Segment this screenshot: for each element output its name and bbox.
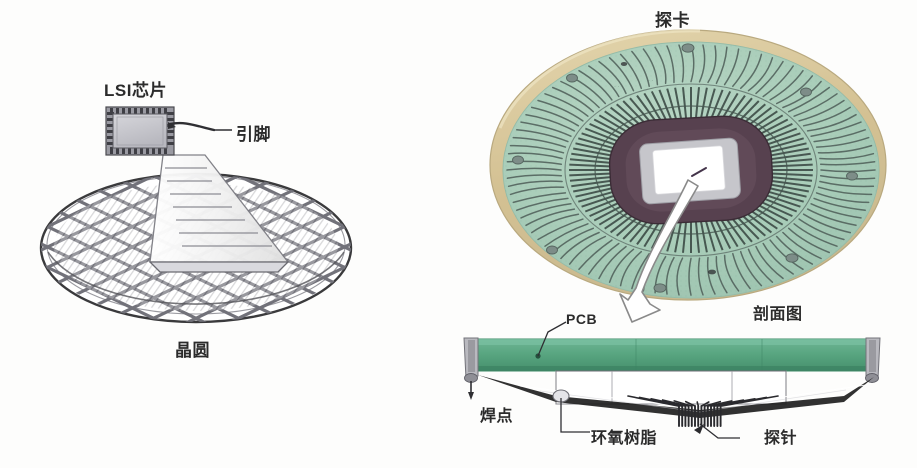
- card-radial-traces-outer: [506, 44, 876, 296]
- label-cross-section-title: 剖面图: [753, 306, 803, 323]
- label-solder: 焊点: [480, 408, 514, 425]
- right-end-cap: [865, 337, 881, 383]
- svg-text:· · ·: · · ·: [614, 84, 623, 90]
- zoom-arrow: [619, 179, 699, 323]
- probe-card-disc: · · · · ·: [489, 29, 887, 301]
- epoxy-leader-line: [560, 398, 590, 433]
- epoxy-blob: [478, 375, 874, 418]
- card-center-window: [639, 137, 741, 205]
- magnify-cone: [148, 154, 290, 273]
- card-mount-holes: [512, 43, 858, 293]
- pcb-slab: [471, 338, 873, 372]
- probe-needles: [627, 395, 779, 434]
- label-pin: 引脚: [236, 125, 271, 144]
- label-epoxy: 环氧树脂: [591, 430, 658, 447]
- solder-joint: [463, 337, 479, 400]
- label-probe-card: 探卡: [655, 11, 690, 30]
- pcb-leader-line: [537, 321, 567, 357]
- label-lsi-chip: LSI芯片: [104, 81, 167, 100]
- pin-leader-line: [168, 121, 232, 132]
- lsi-chip: [105, 106, 175, 156]
- label-probe: 探针: [764, 430, 798, 447]
- label-pcb: PCB: [566, 311, 598, 327]
- svg-text:· ·: · ·: [648, 78, 654, 84]
- label-wafer: 晶圆: [175, 341, 210, 360]
- probe-leader-line: [699, 423, 740, 439]
- cross-section-view: [463, 321, 881, 439]
